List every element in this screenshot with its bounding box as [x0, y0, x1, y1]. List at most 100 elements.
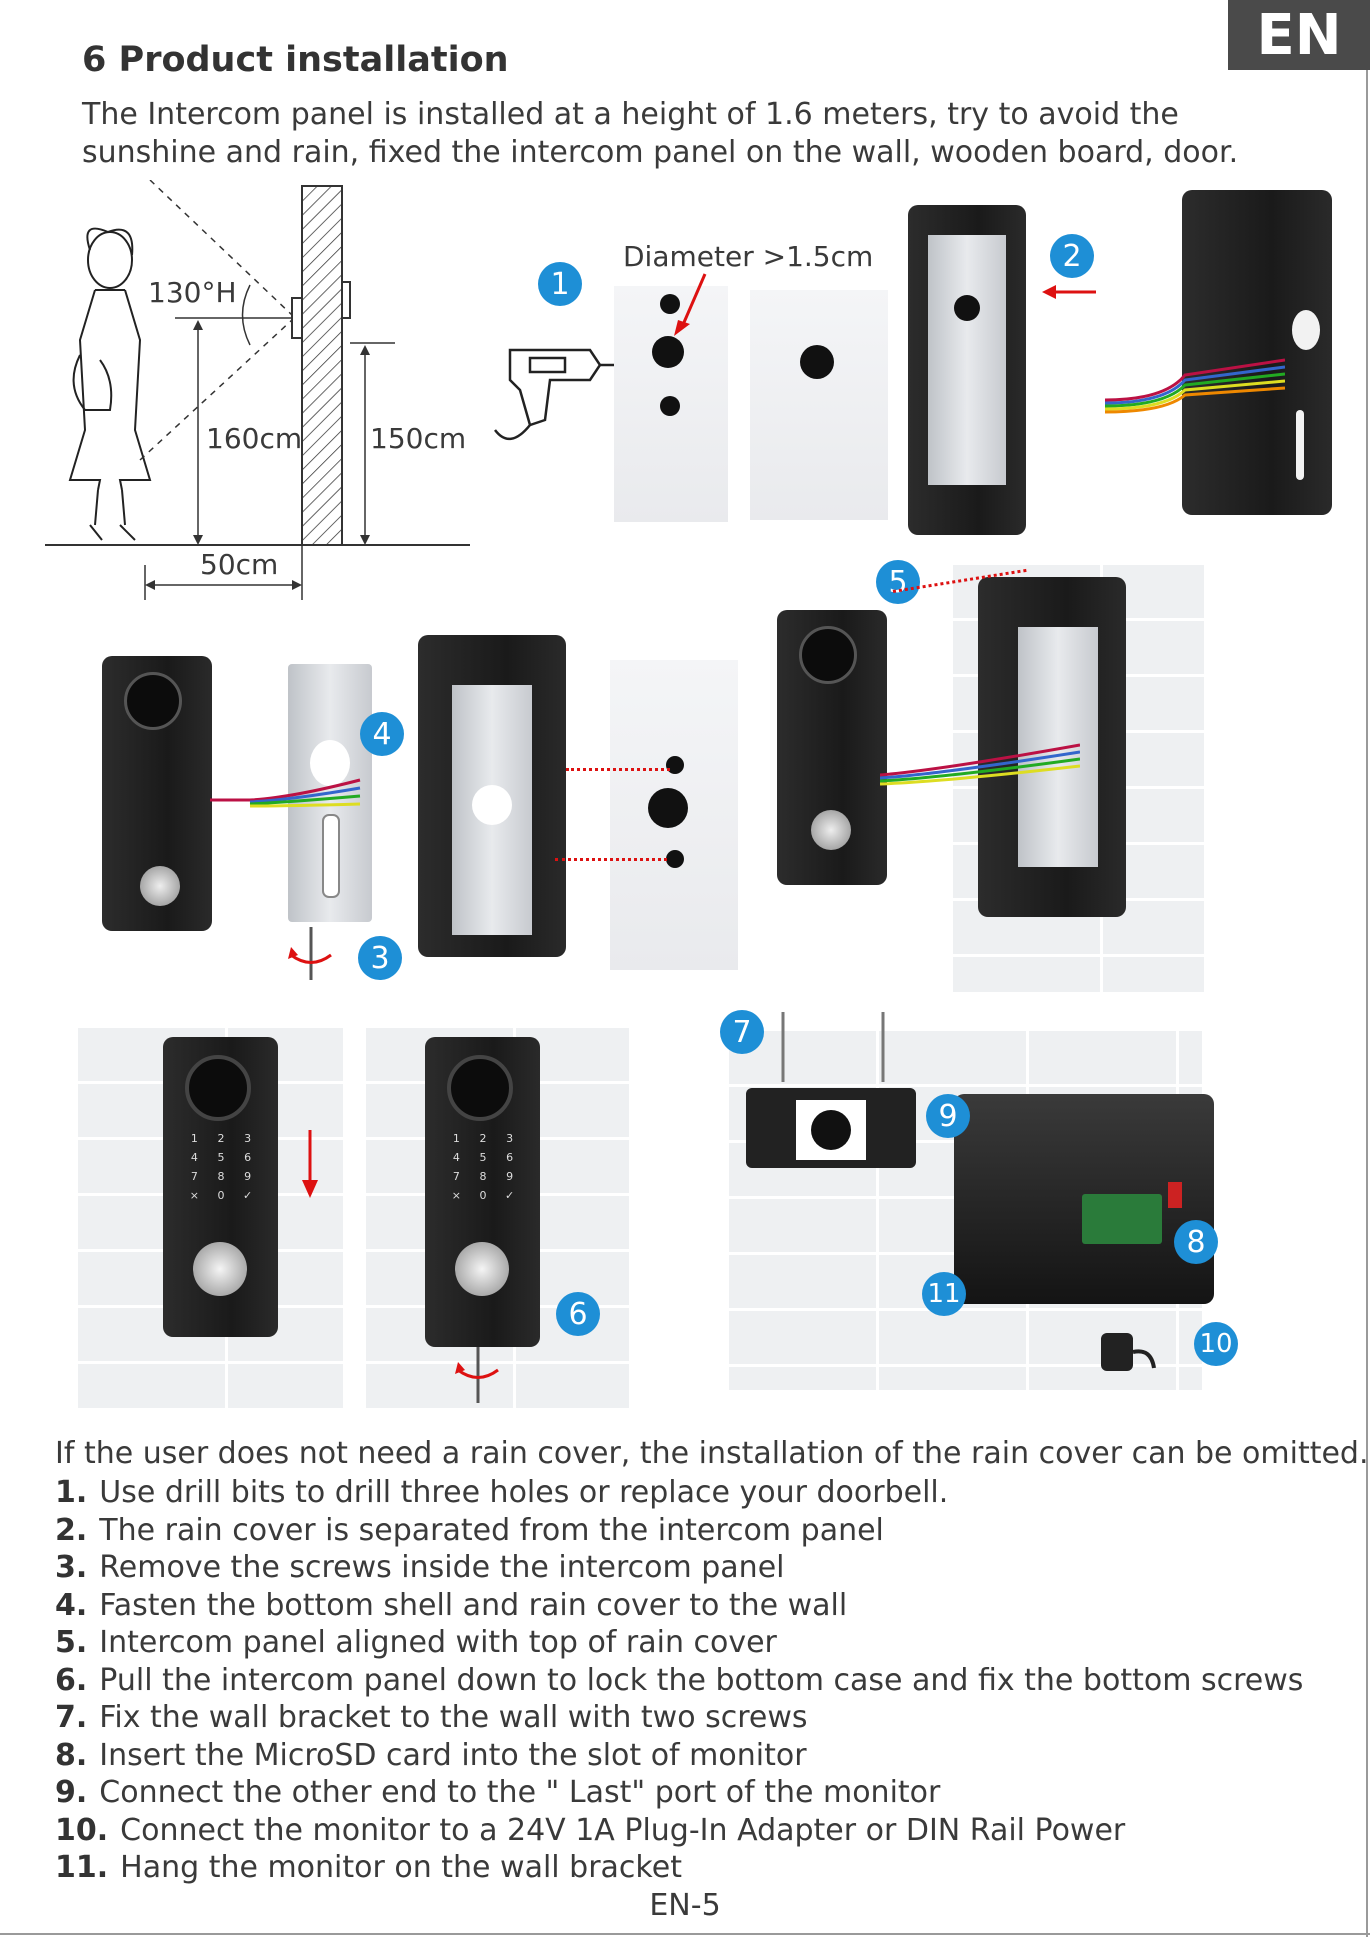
key-6: 6: [244, 1151, 252, 1164]
step-badge-6: 6: [556, 1292, 600, 1336]
step-badge-7: 7: [720, 1010, 764, 1054]
wire-bundle: [1104, 345, 1286, 415]
step-number: 9.: [55, 1775, 88, 1810]
microsd-card: [1168, 1182, 1182, 1208]
step-badge-1: 1: [538, 262, 582, 306]
call-button-3: [193, 1242, 247, 1296]
step-badge-4: 4: [360, 712, 404, 756]
red-arrow-icon: [670, 272, 710, 342]
panel-slot: [1296, 410, 1304, 480]
call-button-4: [455, 1242, 509, 1296]
steel-bracket: [928, 235, 1006, 485]
mount-hole-center: [648, 788, 688, 828]
key-2: 2: [479, 1132, 487, 1145]
key-6: 6: [506, 1151, 514, 1164]
intercom-panel-front: [102, 656, 212, 931]
step-text: Connect the monitor to a 24V 1A Plug-In …: [120, 1812, 1126, 1848]
key-4: 4: [190, 1151, 198, 1164]
key-0: 0: [217, 1189, 225, 1202]
list-item: 8.Insert the MicroSD card into the slot …: [55, 1737, 1303, 1775]
wall-monitor: [726, 1028, 1214, 1390]
camera-height-label: 160cm: [206, 422, 303, 455]
list-item: 10. Connect the monitor to a 24V 1A Plug-…: [55, 1812, 1303, 1850]
step-badge-3: 3: [358, 936, 402, 980]
rain-cover: [908, 205, 1026, 535]
list-item: 9. Connect the other end to the " Last" p…: [55, 1774, 1303, 1812]
panel-port: [1292, 310, 1320, 350]
height-diagram: [40, 179, 480, 600]
step-number: 1.: [55, 1475, 88, 1510]
step-number: 5.: [55, 1625, 88, 1660]
wire-bundle-3: [879, 730, 1081, 790]
step-number: 10.: [55, 1812, 109, 1848]
drill-icon: [490, 330, 630, 460]
wall-bracket: [746, 1088, 916, 1168]
key-4: 4: [452, 1151, 460, 1164]
section-intro: The Intercom panel is installed at a hei…: [82, 97, 1239, 170]
plate-hole: [310, 740, 350, 786]
rain-cover-bracket: [452, 685, 532, 935]
key-confirm: ✓: [243, 1189, 253, 1202]
key-cancel: ×: [189, 1189, 199, 1202]
down-arrow-icon: [300, 1130, 320, 1200]
key-3: 3: [506, 1132, 514, 1145]
screw-hole-top: [660, 294, 680, 314]
camera-lens: [124, 672, 182, 730]
screw-rotate-icon: [286, 925, 336, 985]
alignment-line-bottom: [555, 858, 667, 861]
rain-cover-hole: [472, 785, 512, 825]
mount-hole-bottom: [666, 850, 684, 868]
key-0: 0: [479, 1189, 487, 1202]
height-diagram-svg: [45, 179, 470, 600]
screw-hole-bottom: [660, 396, 680, 416]
large-hole: [800, 345, 834, 379]
page-border-right: [1366, 70, 1368, 1937]
key-5: 5: [217, 1151, 225, 1164]
intercom-panel-align: [777, 610, 887, 885]
alignment-line-top: [566, 768, 670, 771]
list-item: 5.Intercom panel aligned with top of rai…: [55, 1624, 1303, 1662]
wall-tile-holes: [614, 286, 728, 522]
power-adapter: [1096, 1328, 1156, 1378]
wall-tile-mount: [610, 660, 738, 970]
bracket-cable-hole: [811, 1110, 851, 1150]
step-badge-9: 9: [926, 1094, 970, 1138]
diameter-label: Diameter >1.5cm: [623, 240, 874, 273]
language-tab: EN: [1228, 0, 1370, 70]
camera-lens-4: [447, 1055, 513, 1121]
key-3: 3: [244, 1132, 252, 1145]
distance-label: 50cm: [200, 548, 279, 581]
step-number: 2.: [55, 1512, 88, 1548]
list-item: 4.Fasten the bottom shell and rain cover…: [55, 1587, 1303, 1625]
page-border-bottom: [0, 1933, 1370, 1935]
instruction-list: 1. Use drill bits to drill three holes or…: [55, 1474, 1303, 1887]
step-badge-8: 8: [1174, 1220, 1218, 1264]
rain-cover-step5: [978, 577, 1126, 917]
monitor-back: [954, 1094, 1214, 1304]
key-cancel: ×: [451, 1189, 461, 1202]
intercom-panel-back: [1182, 190, 1332, 515]
key-confirm: ✓: [505, 1189, 515, 1202]
wall-step5: [950, 562, 1204, 992]
key-7: 7: [452, 1170, 460, 1183]
bracket-hole: [954, 295, 980, 321]
bracket-window: [796, 1100, 866, 1160]
step-text: Hang the monitor on the wall bracket: [120, 1850, 682, 1885]
camera-lens-3: [185, 1055, 251, 1121]
list-item: 7.Fix the wall bracket to the wall with …: [55, 1699, 1303, 1737]
key-9: 9: [506, 1170, 514, 1183]
section-title: 6 Product installation: [82, 40, 509, 80]
step-text: Fix the wall bracket to the wall with tw…: [99, 1700, 808, 1735]
key-8: 8: [217, 1170, 225, 1183]
list-item: 6.Pull the intercom panel down to lock t…: [55, 1662, 1303, 1700]
step-text: Use drill bits to drill three holes or r…: [99, 1475, 949, 1510]
key-9: 9: [244, 1170, 252, 1183]
rain-cover-mounted: [418, 635, 566, 957]
list-item: 1. Use drill bits to drill three holes or…: [55, 1474, 1303, 1512]
step-text: Connect the other end to the " Last" por…: [99, 1775, 941, 1810]
key-7: 7: [190, 1170, 198, 1183]
